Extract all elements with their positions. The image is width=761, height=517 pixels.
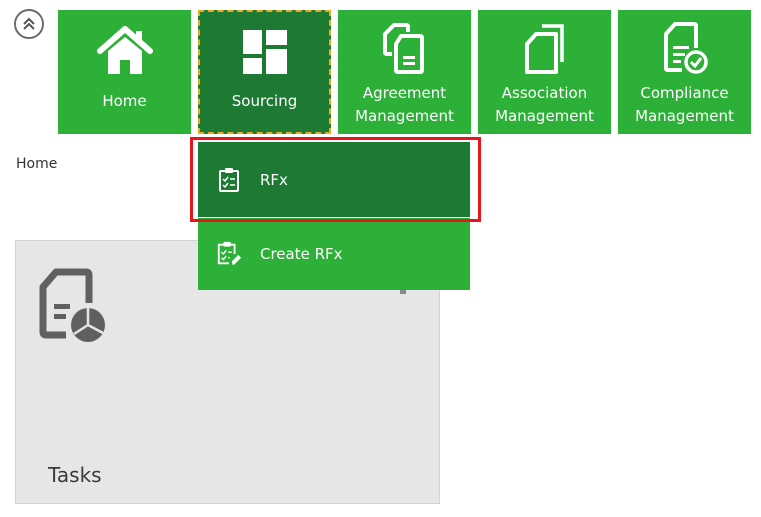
breadcrumb: Home [16,156,58,172]
nav-tile-label: Home [102,92,147,110]
documents-icon [382,23,424,74]
resize-handle [400,286,406,294]
menu-item-label: RFx [260,170,288,189]
document-chart-icon [39,268,105,342]
clipboard-checklist-icon [219,167,239,192]
clipboard-edit-icon [217,241,242,266]
home-icon [96,26,153,74]
nav-tile-association-management[interactable]: Association Management [478,10,611,134]
menu-item-rfx[interactable]: RFx [198,142,470,217]
menu-item-create-rfx[interactable]: Create RFx [198,218,470,290]
nav-tile-agreement-management[interactable]: Agreement Management [338,10,471,134]
nav-tile-compliance-management[interactable]: Compliance Management [618,10,751,134]
dashboard-blocks-icon [242,30,287,74]
collapse-menu-button[interactable] [14,9,44,39]
copy-documents-icon [524,24,564,74]
nav-tile-label: Agreement Management [355,84,454,125]
double-chevron-up-icon [23,17,35,30]
nav-tile-home[interactable]: Home [58,10,191,134]
card-title: Tasks [48,463,102,487]
nav-tile-label: Compliance Management [635,84,734,125]
nav-tile-label: Sourcing [231,92,298,110]
nav-tile-sourcing[interactable]: Sourcing [198,10,331,134]
document-check-icon [663,22,708,74]
nav-tile-label: Association Management [495,84,594,125]
menu-item-label: Create RFx [260,245,343,263]
sourcing-dropdown-menu: RFx Create RFx [198,142,470,290]
